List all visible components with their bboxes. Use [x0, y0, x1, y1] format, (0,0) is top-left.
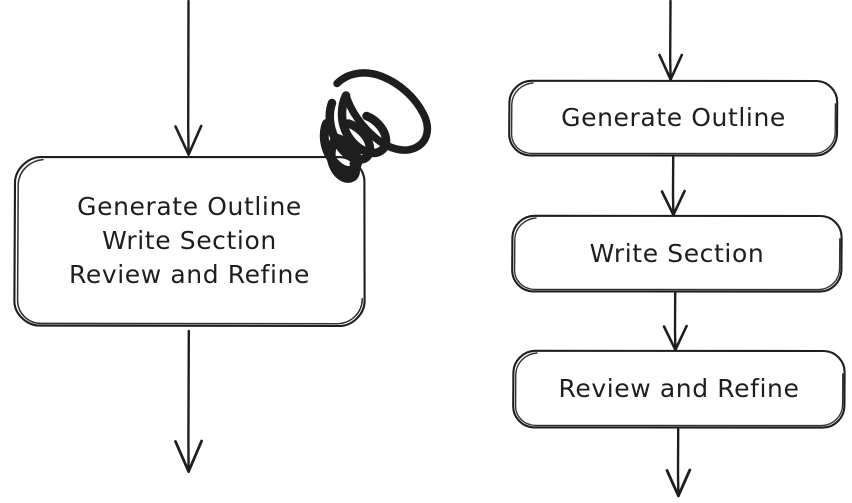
left-outbound-arrow — [174, 329, 203, 473]
right-inbound-arrow — [658, 0, 684, 81]
review-and-refine-node[interactable] — [512, 349, 846, 429]
left-inbound-arrow — [174, 0, 203, 156]
write-to-review-arrow — [662, 291, 688, 352]
merged-steps-node[interactable] — [13, 155, 366, 328]
generate-outline-node[interactable] — [508, 79, 839, 157]
generate-to-write-arrow — [660, 155, 686, 217]
scribble-annotation — [319, 69, 432, 183]
write-section-node[interactable] — [511, 214, 843, 293]
merged-variant-group — [13, 0, 432, 473]
right-outbound-arrow — [665, 427, 692, 498]
sequential-variant-group — [508, 0, 846, 498]
